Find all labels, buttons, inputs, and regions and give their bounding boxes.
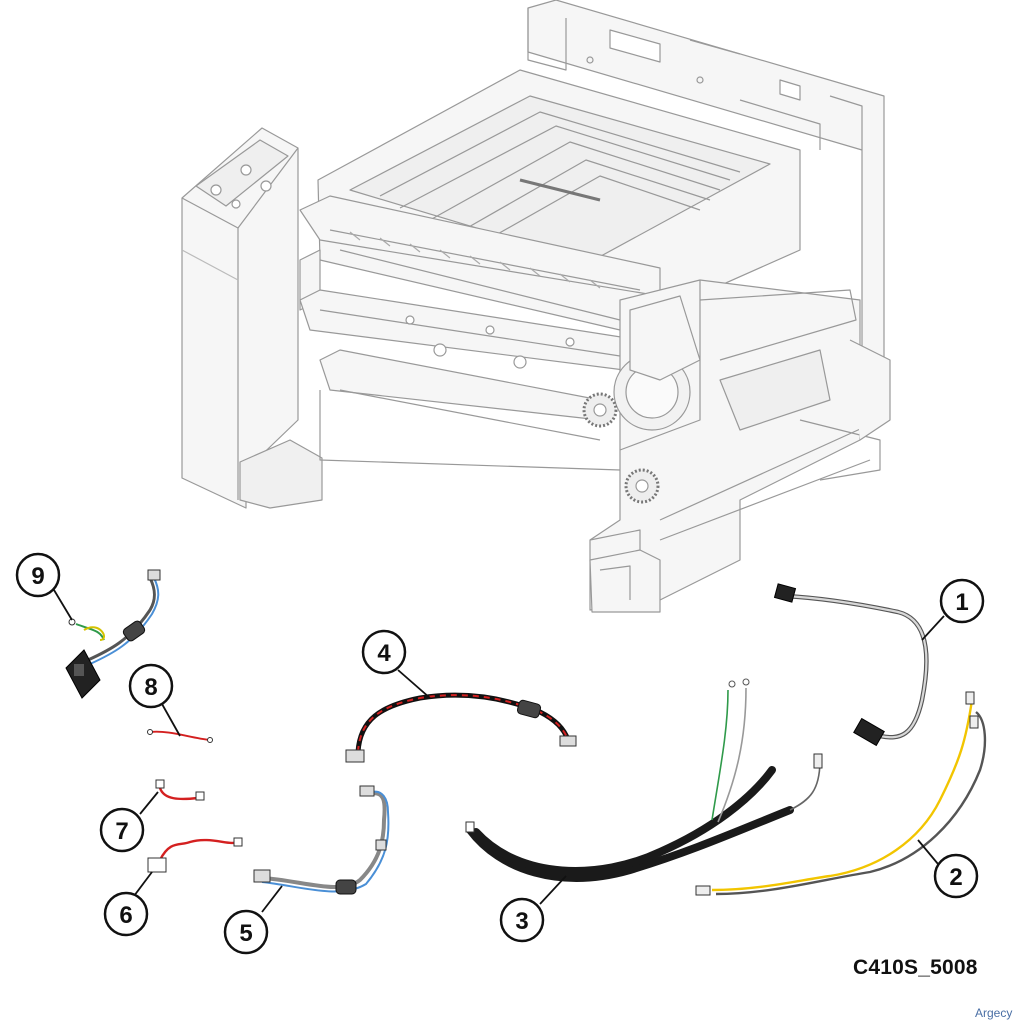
figure-id: C410S_5008 [853, 956, 978, 979]
leader-4 [397, 669, 431, 699]
left-side-panel [181, 127, 323, 509]
callout-5: 5 [223, 909, 269, 955]
callout-2-label: 2 [949, 864, 962, 891]
callout-4: 4 [361, 629, 407, 675]
watermark-text: Argecy [975, 1006, 1013, 1020]
cable-1 [773, 583, 929, 747]
cable-4 [345, 692, 577, 763]
leader-5 [261, 885, 283, 913]
leader-6 [133, 871, 153, 897]
middle-crossbar [299, 289, 641, 373]
drive-gear-lower [624, 468, 660, 504]
callout-1-label: 1 [955, 589, 968, 616]
cable-6 [147, 837, 243, 873]
callout-9: 9 [15, 552, 61, 598]
leader-7 [139, 791, 159, 815]
callout-1: 1 [939, 578, 985, 624]
lower-rail [319, 349, 621, 471]
leader-9 [53, 589, 73, 621]
callout-7: 7 [99, 807, 145, 853]
top-frame [317, 69, 801, 331]
callout-4-label: 4 [377, 640, 391, 667]
cable-5 [253, 785, 390, 895]
leader-3 [539, 875, 567, 905]
callout-8-label: 8 [144, 674, 157, 701]
printer-frame [181, 0, 891, 613]
leader-2 [917, 839, 939, 865]
callout-9-label: 9 [31, 563, 44, 590]
callout-6: 6 [103, 891, 149, 937]
callout-6-label: 6 [119, 902, 132, 929]
cable-3 [465, 678, 823, 882]
callout-3-label: 3 [515, 908, 528, 935]
drive-gear-upper [582, 392, 618, 428]
leader-8 [161, 703, 181, 737]
callout-2: 2 [933, 853, 979, 899]
callout-5-label: 5 [239, 920, 252, 947]
callout-3: 3 [499, 897, 545, 943]
front-foot [589, 549, 661, 613]
transfer-roller-assembly [299, 195, 661, 311]
callout-7-label: 7 [115, 818, 128, 845]
leader-1 [921, 615, 945, 641]
callout-8: 8 [128, 663, 174, 709]
drive-motor [613, 295, 701, 431]
cable-7 [155, 779, 205, 801]
cable-2 [695, 691, 987, 896]
